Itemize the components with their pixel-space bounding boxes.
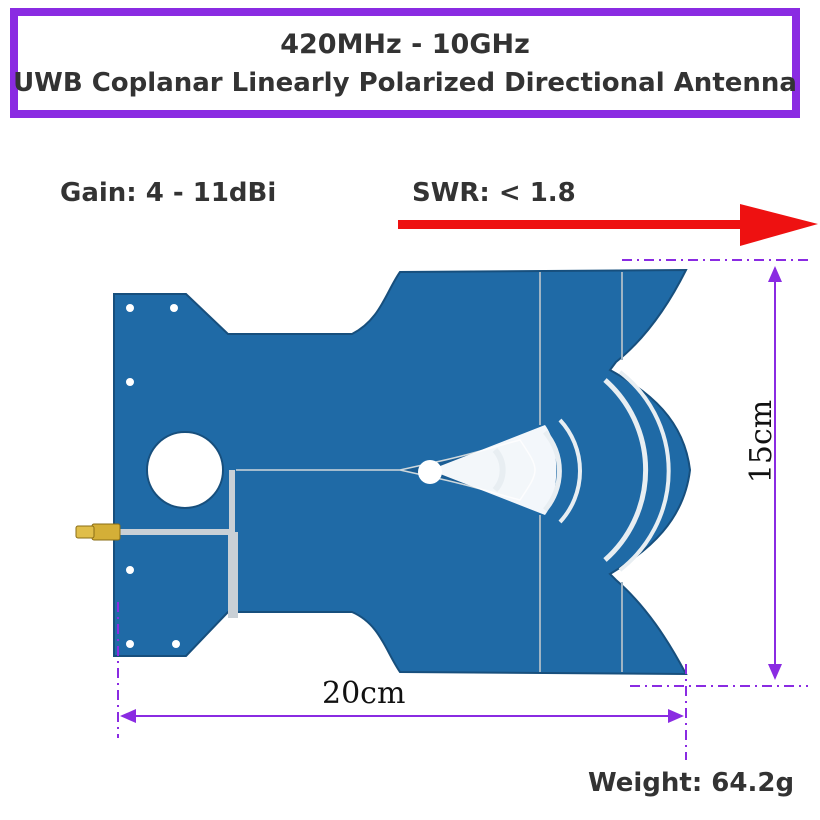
swr-spec: SWR: < 1.8 (412, 178, 576, 208)
antenna-pcb (113, 268, 692, 676)
width-dimension (117, 602, 687, 760)
height-dimension (622, 259, 808, 687)
weight-spec: Weight: 64.2g (588, 768, 795, 798)
mount-hole (146, 431, 224, 509)
title-banner: 420MHz - 10GHz UWB Coplanar Linearly Pol… (10, 8, 800, 118)
direction-arrow-icon (398, 204, 818, 246)
sma-connector-icon (75, 523, 121, 541)
height-label: 15cm (744, 399, 780, 484)
gain-spec: Gain: 4 - 11dBi (60, 178, 277, 208)
title-product: UWB Coplanar Linearly Polarized Directio… (13, 67, 797, 98)
width-label: 20cm (322, 676, 406, 711)
title-frequency: 420MHz - 10GHz (280, 28, 530, 60)
